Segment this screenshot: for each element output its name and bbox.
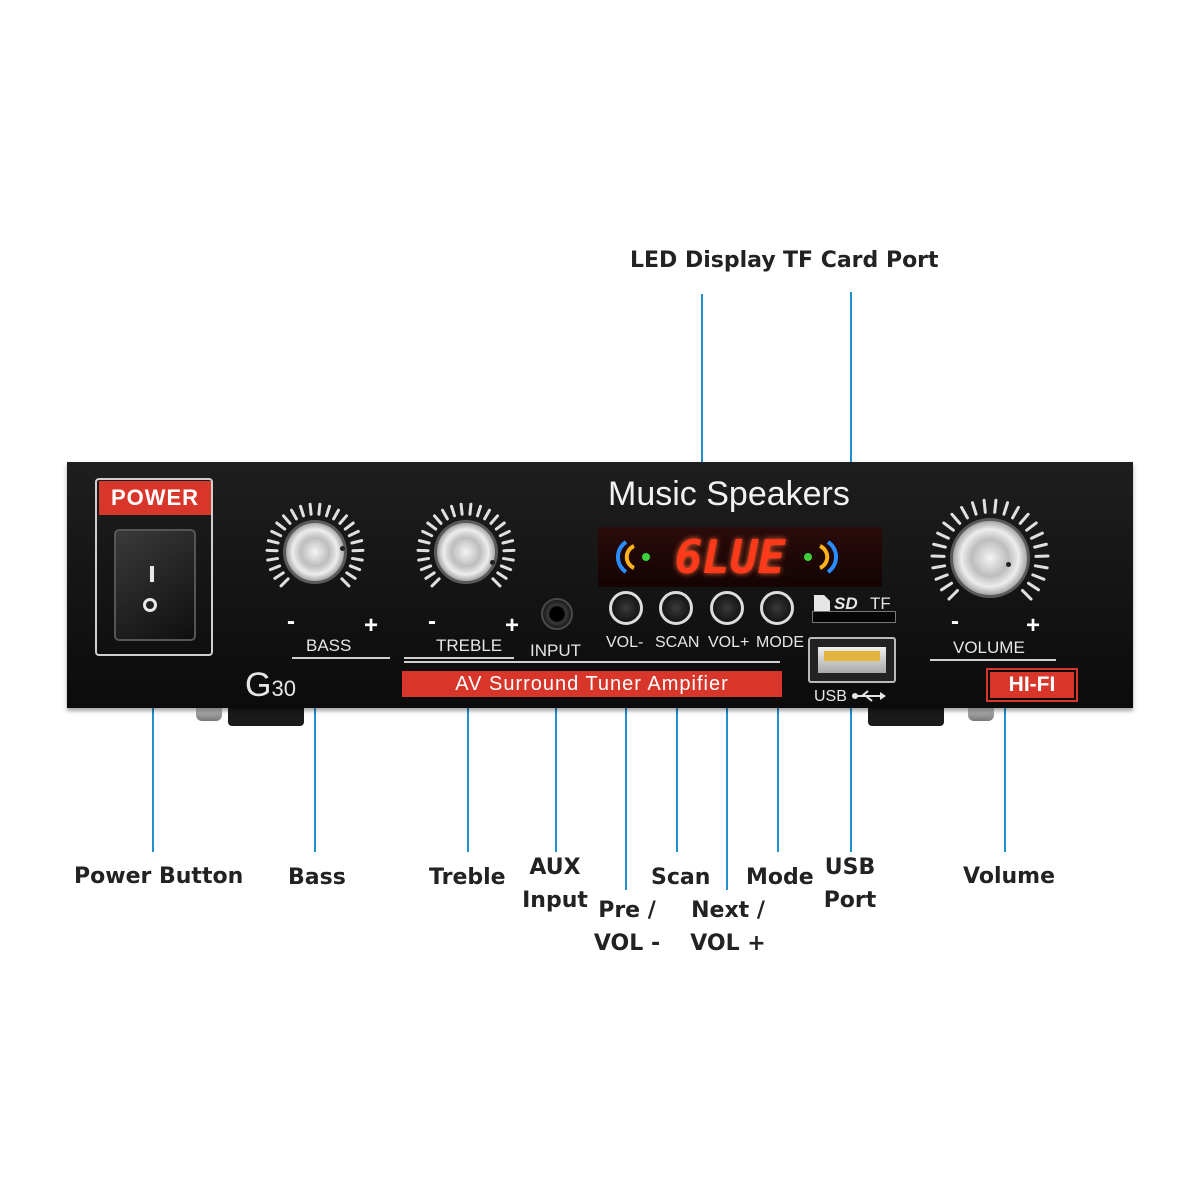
panel-title: Music Speakers <box>608 475 850 513</box>
mode-callout: Mode <box>746 865 814 890</box>
bass-label: BASS <box>306 636 352 655</box>
pre-vol-callout-line1: Pre / <box>598 898 656 923</box>
vol-plus-label: VOL+ <box>708 634 750 651</box>
next-vol-callout: Next / VOL + <box>690 894 766 960</box>
mode-button[interactable] <box>760 591 794 625</box>
volume-callout: Volume <box>963 864 1055 889</box>
usb-label: USB <box>814 688 847 705</box>
sd-card-icon <box>814 595 830 613</box>
bass-knob[interactable] <box>283 520 347 584</box>
usb-port-callout-line2: Port <box>823 888 877 913</box>
scan-button[interactable] <box>659 591 693 625</box>
model-letter: G <box>245 666 272 704</box>
bass-callout: Bass <box>288 865 346 890</box>
scan-callout: Scan <box>651 865 711 890</box>
left-screw <box>196 707 222 721</box>
tf-card-port-callout: TF Card Port <box>783 248 939 273</box>
aux-input-callout: AUX Input <box>520 851 590 917</box>
usb-symbol-icon <box>852 690 886 702</box>
volume-minus: - <box>951 608 959 635</box>
volume-underline <box>930 659 1056 661</box>
pre-vol-leader <box>625 608 627 890</box>
aux-input-jack[interactable] <box>541 598 573 630</box>
power-off-mark-icon <box>143 598 157 612</box>
next-vol-leader <box>726 608 728 890</box>
display-left-bars-icon <box>616 540 650 574</box>
model-number: 30 <box>271 676 296 701</box>
next-vol-callout-line1: Next / <box>691 898 765 923</box>
treble-leader <box>467 582 469 852</box>
hifi-badge: HI-FI <box>990 672 1074 698</box>
power-on-mark-icon <box>150 566 154 582</box>
right-screw <box>968 707 994 721</box>
aux-input-callout-line2: Input <box>522 888 588 913</box>
treble-knob[interactable] <box>434 520 498 584</box>
led-display-callout: LED Display <box>630 248 776 273</box>
mode-label: MODE <box>756 634 804 651</box>
mode-leader <box>777 608 779 852</box>
scan-leader <box>676 608 678 852</box>
led-display-leader <box>701 294 703 532</box>
led-display-text: 6LUE <box>674 530 786 584</box>
power-rocker-switch[interactable] <box>114 529 196 641</box>
sd-label: SD <box>834 594 858 613</box>
vol-minus-button[interactable] <box>609 591 643 625</box>
vol-plus-button[interactable] <box>710 591 744 625</box>
subtitle-banner: AV Surround Tuner Ampifier <box>402 671 782 697</box>
treble-label: TREBLE <box>436 636 503 655</box>
aux-input-leader <box>555 614 557 852</box>
model-logo: G30 <box>245 665 296 709</box>
hifi-frame <box>986 668 1078 702</box>
power-button-leader <box>152 620 154 852</box>
subtitle-top-line <box>404 661 780 663</box>
bass-knob-indicator <box>340 546 345 551</box>
volume-knob[interactable] <box>950 518 1030 598</box>
pre-vol-callout: Pre / VOL - <box>592 894 662 960</box>
treble-minus: - <box>428 608 436 635</box>
tf-card-port-leader <box>850 292 852 616</box>
usb-port-callout-line1: USB <box>824 855 876 880</box>
usb-port-callout: USB Port <box>820 851 880 917</box>
treble-knob-indicator <box>490 560 495 565</box>
volume-plus: + <box>1026 612 1041 639</box>
treble-plus: + <box>505 612 520 639</box>
treble-callout: Treble <box>429 865 506 890</box>
usb-port-tongue <box>824 651 880 661</box>
power-label: POWER <box>99 481 211 515</box>
tf-label: TF <box>870 594 891 613</box>
volume-knob-indicator <box>1006 562 1011 567</box>
left-foot <box>228 706 304 726</box>
power-button-callout: Power Button <box>74 864 244 889</box>
usb-port-leader <box>850 660 852 852</box>
bass-leader <box>314 582 316 852</box>
tf-card-slot[interactable] <box>812 611 896 623</box>
bass-minus: - <box>287 608 295 635</box>
input-label: INPUT <box>530 641 581 660</box>
aux-input-callout-line1: AUX <box>529 855 581 880</box>
volume-label: VOLUME <box>953 638 1025 657</box>
vol-minus-label: VOL- <box>606 634 644 651</box>
treble-underline <box>404 657 514 659</box>
bass-plus: + <box>364 612 379 639</box>
power-frame <box>95 478 213 656</box>
display-right-bars-icon <box>804 540 838 574</box>
next-vol-callout-line2: VOL + <box>690 931 766 956</box>
pre-vol-callout-line2: VOL - <box>593 931 661 956</box>
bass-underline <box>292 657 390 659</box>
right-foot <box>868 706 944 726</box>
scan-label: SCAN <box>655 634 700 651</box>
